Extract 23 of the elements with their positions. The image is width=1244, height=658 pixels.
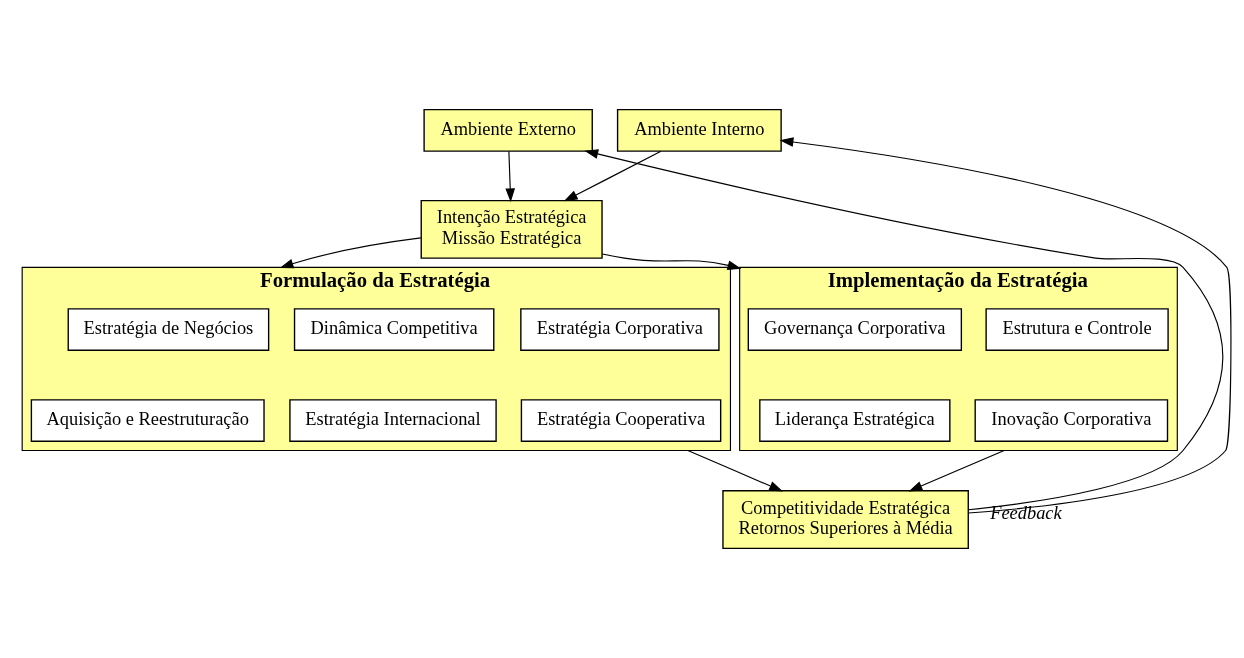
arrow bbox=[505, 150, 516, 203]
node-box: Estrutura e Controle bbox=[985, 308, 1169, 351]
node-box: Estratégia Corporativa bbox=[520, 308, 720, 351]
node-box: Inovação Corporativa bbox=[974, 399, 1169, 442]
node-box: Intenção Estratégica Missão Estratégica bbox=[420, 199, 603, 259]
node-box: Competitividade Estratégica Retornos Superiores à Média bbox=[722, 490, 969, 550]
node-box: Liderança Estratégica bbox=[759, 399, 951, 442]
arrow bbox=[687, 449, 783, 492]
edge-label: Feedback bbox=[990, 502, 1062, 523]
node-box: Estratégia Internacional bbox=[289, 399, 497, 442]
node-box: Estratégia Cooperativa bbox=[520, 399, 722, 442]
node-box: Aquisição e Reestruturação bbox=[30, 399, 265, 442]
arrow bbox=[908, 449, 1005, 492]
arrow bbox=[584, 149, 1224, 511]
node-box: Governança Corporativa bbox=[747, 308, 963, 351]
arrow bbox=[279, 237, 422, 269]
node-box: Ambiente Externo bbox=[423, 108, 593, 152]
arrow bbox=[601, 253, 742, 271]
node-box: Ambiente Interno bbox=[616, 108, 782, 152]
node-box: Estratégia de Negócios bbox=[67, 308, 270, 351]
arrow bbox=[563, 150, 662, 202]
arrow bbox=[779, 137, 1232, 514]
node-box: Dinâmica Competitiva bbox=[293, 308, 495, 351]
